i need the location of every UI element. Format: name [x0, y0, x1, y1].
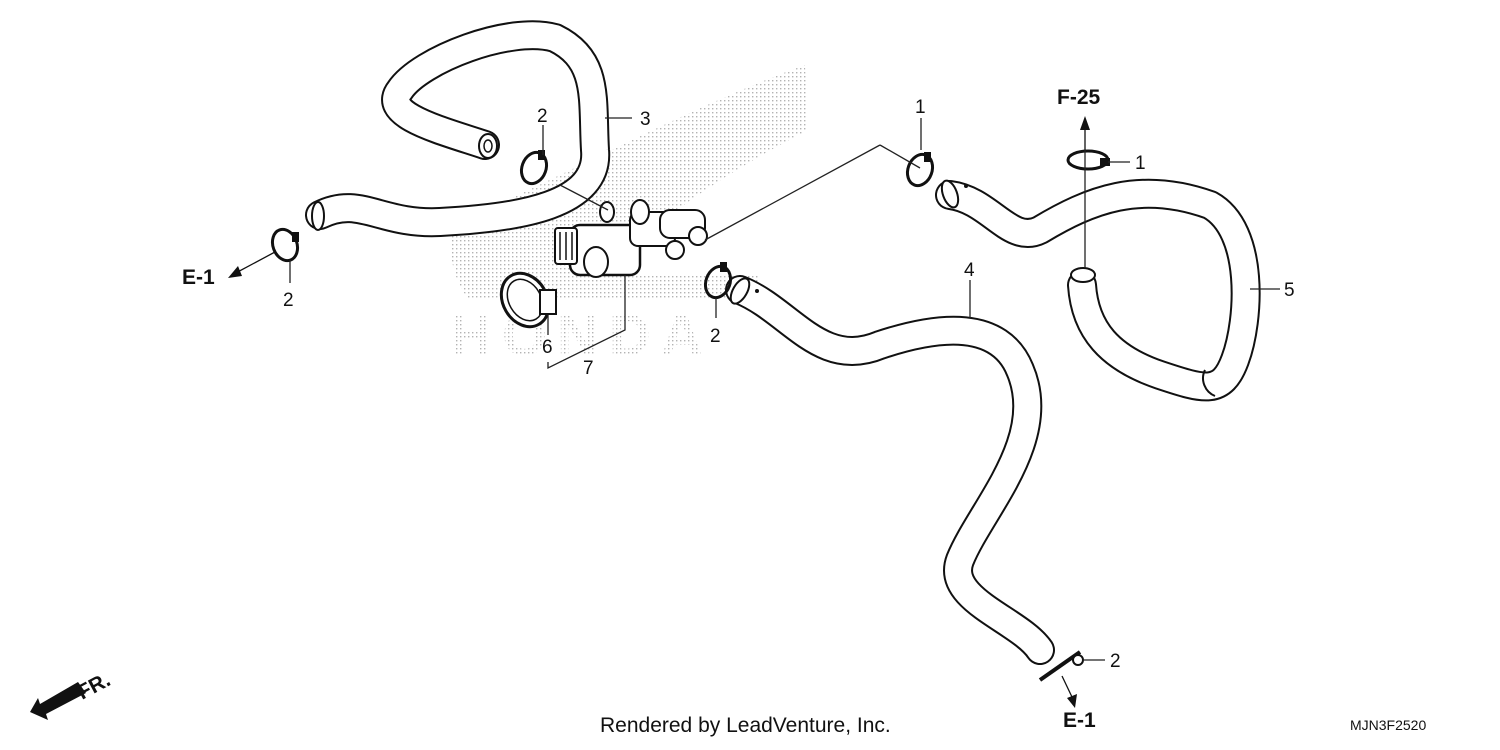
callout-2-center: 2	[710, 326, 721, 347]
callout-5: 5	[1284, 280, 1295, 301]
hose-4[interactable]	[725, 275, 1055, 665]
hose-3[interactable]	[305, 20, 611, 238]
watermark-logo: HONDA	[449, 65, 808, 368]
watermark-wing	[449, 65, 808, 300]
callout-2-upper: 2	[537, 106, 548, 127]
clamp-2-upper[interactable]	[517, 149, 550, 187]
hose-5[interactable]	[935, 178, 1261, 402]
mounting-band-6[interactable]	[492, 265, 558, 335]
ref-e1-bottom[interactable]: E-1	[1063, 709, 1096, 732]
leader-lines	[289, 117, 1280, 661]
arrow-e1-bottom	[1061, 675, 1077, 708]
front-label: FR.	[74, 668, 115, 704]
callout-1-upper: 1	[915, 97, 926, 118]
ref-e1-left[interactable]: E-1	[182, 266, 215, 289]
ref-f25[interactable]: F-25	[1057, 86, 1101, 109]
clamp-2-center[interactable]	[701, 262, 734, 301]
callout-1-right: 1	[1135, 153, 1146, 174]
callout-2-left: 2	[283, 290, 294, 311]
callout-7: 7	[583, 358, 594, 379]
arrow-e1-left	[228, 251, 276, 278]
callout-4: 4	[964, 260, 975, 281]
callout-6: 6	[542, 337, 553, 358]
arrow-f25-up	[1080, 116, 1090, 150]
callout-2-bottom: 2	[1110, 651, 1121, 672]
callout-3: 3	[640, 109, 651, 130]
clamp-1-upper[interactable]	[903, 151, 936, 189]
clamp-2-left[interactable]	[268, 226, 301, 264]
watermark-wordmark: HONDA	[450, 303, 713, 368]
front-direction-arrow-icon	[30, 682, 86, 720]
clamp-1-right[interactable]	[1066, 149, 1110, 171]
diagram-code: MJN3F2520	[1350, 717, 1426, 733]
credit-text: Rendered by LeadVenture, Inc.	[600, 714, 891, 737]
clamp-2-bottom[interactable]	[1038, 650, 1084, 682]
air-injection-valve[interactable]	[554, 199, 708, 278]
